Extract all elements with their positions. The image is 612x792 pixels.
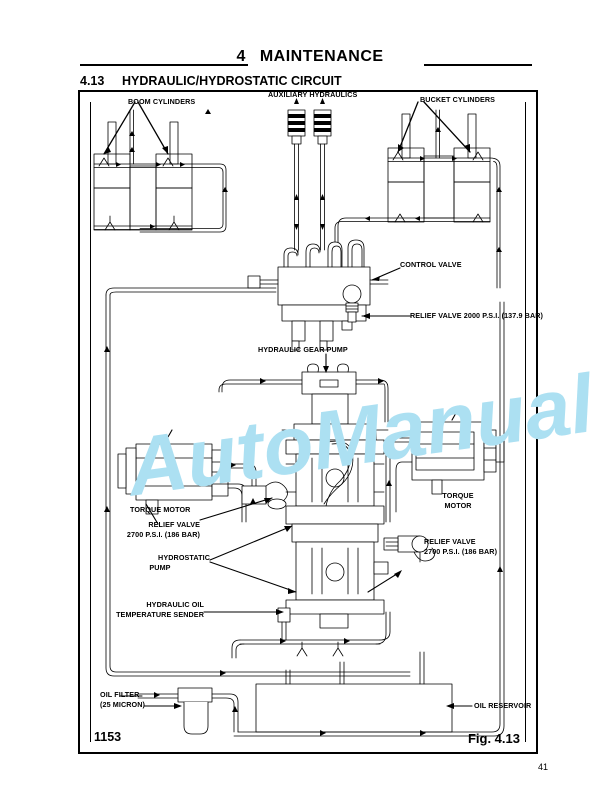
section-title: HYDRAULIC/HYDROSTATIC CIRCUIT: [122, 74, 342, 88]
section-heading: 4.13 HYDRAULIC/HYDROSTATIC CIRCUIT: [80, 74, 342, 88]
hydrostatic-pump: [281, 423, 389, 629]
boom-hydraulic-lines: [93, 109, 228, 233]
boom-cylinder-assembly: [93, 101, 193, 231]
header-rule: [80, 53, 532, 75]
label-hydrostatic-pump-line2: PUMP: [149, 563, 171, 572]
main-circuit-lines: [104, 287, 411, 677]
relief-valve-left: [199, 481, 288, 521]
oil-reservoir: [233, 301, 505, 737]
header-rule-left: [80, 64, 248, 66]
temperature-sender: [203, 607, 291, 641]
auxiliary-hydraulics-couplers: [287, 98, 332, 251]
figure-inner-border: [90, 102, 526, 742]
label-temperature-sender-line1: HYDRAULIC OIL: [146, 600, 204, 609]
label-auxiliary-hydraulics: AUXILIARY HYDRAULICS: [268, 90, 358, 99]
bucket-hydraulic-lines: [334, 109, 502, 289]
label-hydrostatic-pump-line1: HYDROSTATIC: [158, 553, 210, 562]
hydraulic-circuit-schematic: [93, 98, 505, 737]
label-relief-valve-right-line2: 2700 P.S.I. (186 BAR): [424, 547, 498, 556]
relief-valve-right: [367, 535, 435, 593]
hydrostatic-pump-leaders: [209, 525, 297, 594]
figure-caption: Fig. 4.13: [467, 731, 520, 746]
label-hydraulic-gear-pump: HYDRAULIC GEAR PUMP: [258, 345, 348, 354]
label-control-valve: CONTROL VALVE: [400, 260, 462, 269]
label-torque-motor-left: TORQUE MOTOR: [130, 505, 191, 514]
page-number: 41: [537, 762, 548, 772]
page-title: 4 MAINTENANCE: [180, 48, 440, 66]
lower-return-lines: [231, 611, 391, 659]
figure-frame: AutoManual BOOM CYLINDERS AUXILIARY HYDR…: [78, 90, 599, 754]
torque-motor-left: [117, 429, 267, 525]
label-oil-filter-line1: OIL FILTER: [100, 690, 140, 699]
label-relief-valve-left-line1: RELIEF VALVE: [148, 520, 200, 529]
label-relief-valve-2000: RELIEF VALVE 2000 P.S.I. (137.9 BAR): [410, 311, 544, 320]
hydraulic-gear-pump: [218, 353, 389, 425]
label-bucket-cylinders: BUCKET CYLINDERS: [420, 95, 496, 104]
control-valve: [247, 239, 411, 351]
section-number: 4.13: [80, 74, 105, 88]
label-oil-filter-line2: (25 MICRON): [100, 700, 146, 709]
label-relief-valve-left-line2: 2700 P.S.I. (186 BAR): [126, 530, 200, 539]
label-temperature-sender-line2: TEMPERATURE SENDER: [116, 610, 204, 619]
bucket-cylinder-assembly: [387, 101, 491, 223]
label-oil-reservoir: OIL RESERVOIR: [474, 701, 532, 710]
chapter-title: MAINTENANCE: [259, 48, 384, 65]
label-boom-cylinders: BOOM CYLINDERS: [128, 97, 196, 106]
chapter-number: 4: [236, 48, 246, 65]
header-rule-right: [424, 64, 532, 66]
label-torque-motor-right-line1: TORQUE: [442, 491, 474, 500]
oil-filter: [119, 687, 239, 735]
figure-code: 1153: [94, 730, 122, 744]
label-torque-motor-right-line2: MOTOR: [444, 501, 472, 510]
label-relief-valve-right-line1: RELIEF VALVE: [424, 537, 476, 546]
